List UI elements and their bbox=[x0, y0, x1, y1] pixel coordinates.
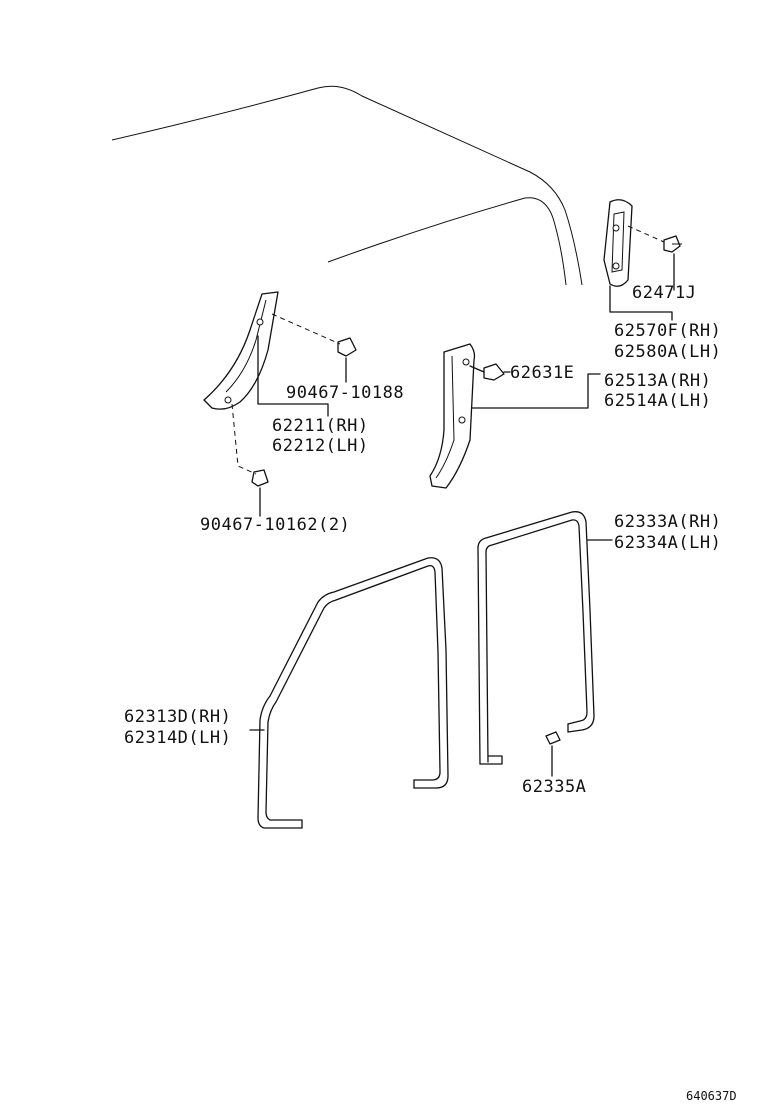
b-pillar-garnish[interactable] bbox=[429, 343, 476, 489]
a-pillar-garnish[interactable] bbox=[203, 291, 279, 410]
label-90467-10162: 90467-10162(2) bbox=[200, 515, 350, 535]
label-90467-10188: 90467-10188 bbox=[286, 383, 404, 403]
label-62313d: 62313D(RH) bbox=[124, 707, 231, 727]
leader-dash-90467-10162 bbox=[231, 403, 257, 475]
weatherstrip-plug[interactable] bbox=[545, 731, 561, 745]
label-62211: 62211(RH) bbox=[272, 416, 369, 436]
leader-62570f bbox=[609, 285, 673, 321]
label-62333a: 62333A(RH) bbox=[614, 512, 721, 532]
upper-garnish-clip[interactable] bbox=[663, 235, 682, 253]
leader-dash-90467-10188 bbox=[271, 313, 341, 345]
rear-weatherstrip[interactable] bbox=[477, 511, 595, 765]
leader-62513a bbox=[471, 373, 601, 409]
label-62212: 62212(LH) bbox=[272, 436, 369, 456]
front-weatherstrip[interactable] bbox=[257, 557, 449, 829]
label-62570f: 62570F(RH) bbox=[614, 321, 721, 341]
upper-garnish[interactable] bbox=[603, 199, 633, 287]
b-pillar-clip[interactable] bbox=[483, 363, 505, 381]
label-62314d: 62314D(LH) bbox=[124, 728, 231, 748]
label-62514a: 62514A(LH) bbox=[604, 391, 711, 411]
leader-62631e bbox=[469, 365, 485, 373]
label-62513a: 62513A(RH) bbox=[604, 371, 711, 391]
leader-62211 bbox=[257, 335, 329, 417]
label-62580a: 62580A(LH) bbox=[614, 342, 721, 362]
label-62334a: 62334A(LH) bbox=[614, 533, 721, 553]
leader-dash-62471j bbox=[627, 225, 665, 243]
a-pillar-clip[interactable] bbox=[337, 337, 357, 357]
label-62471j: 62471J bbox=[632, 283, 696, 303]
a-pillar-lower-clip[interactable] bbox=[251, 469, 269, 487]
diagram-id: 640637D bbox=[686, 1089, 737, 1103]
label-62335a: 62335A bbox=[522, 777, 586, 797]
body-outline bbox=[111, 85, 583, 286]
label-62631e: 62631E bbox=[510, 363, 574, 383]
